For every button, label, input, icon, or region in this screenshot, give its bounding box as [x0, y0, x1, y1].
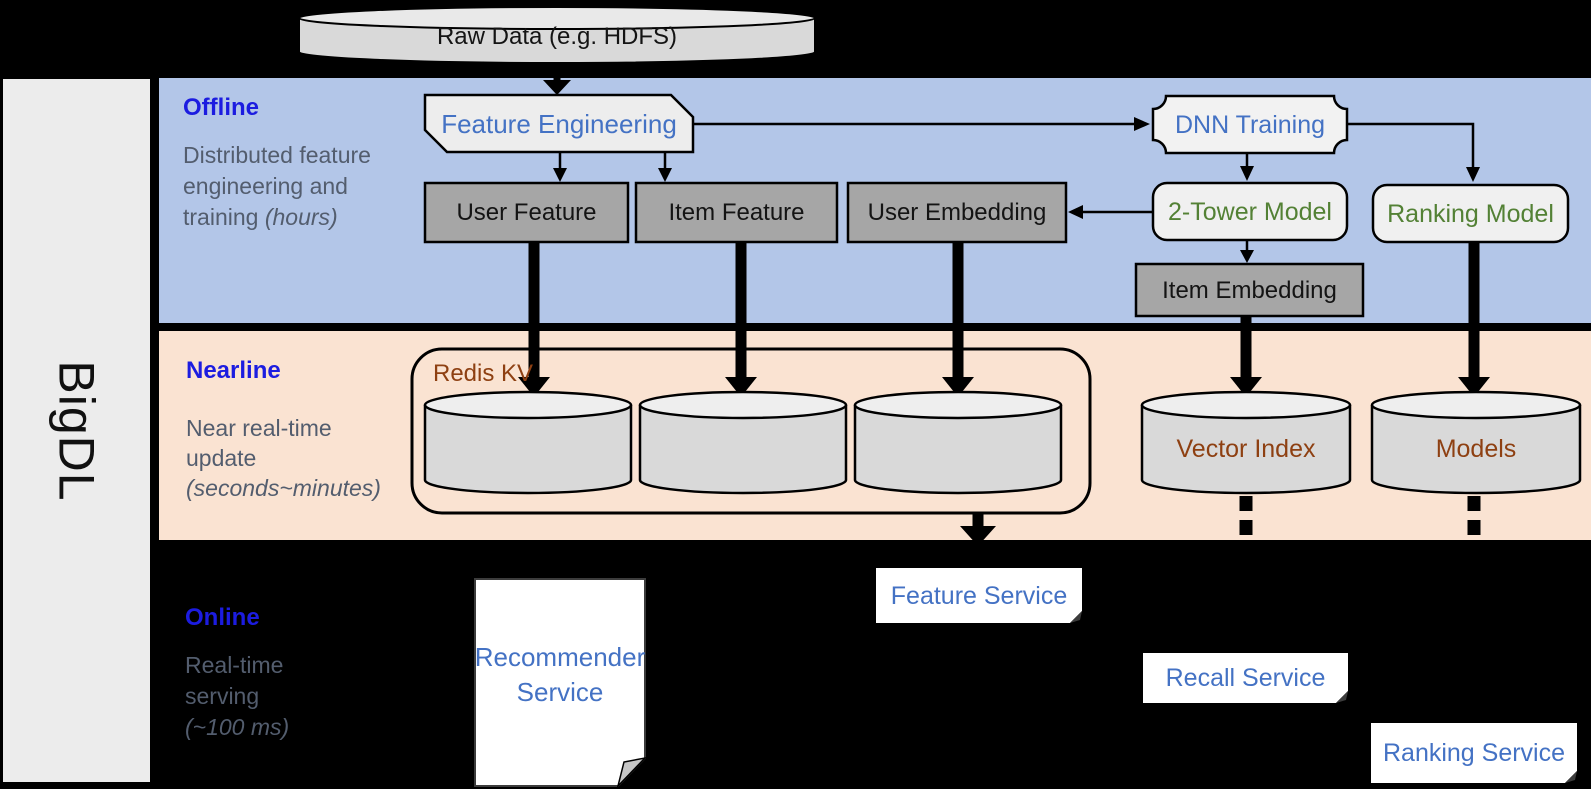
- feature-service-label: Feature Service: [890, 582, 1068, 610]
- recommender-service-shape: [474, 578, 648, 789]
- kv-cylinder-1: [423, 390, 633, 495]
- recall-service-label: Recall Service: [1165, 664, 1326, 692]
- arrow-dnn-to-rankingmodel: [1347, 122, 1475, 168]
- feature-engineering-label: Feature Engineering: [441, 109, 677, 139]
- dnn-training-shape: [1151, 94, 1349, 155]
- pipehead-featureservice: [960, 526, 996, 546]
- two-tower-model-shape: [1151, 181, 1349, 242]
- nearline-lane-title: Nearline: [186, 357, 281, 384]
- arrowhead-fe-to-dnn: [1134, 117, 1150, 131]
- models-label: Models: [1435, 435, 1517, 463]
- user-feature-shape: [423, 181, 630, 244]
- ranking-service-shape: [1371, 723, 1577, 783]
- offline-desc-text: Distributed feature engineering and trai…: [183, 142, 371, 230]
- kv-cylinder-2: [638, 390, 848, 495]
- online-lane-title: Online: [185, 604, 260, 631]
- nearline-desc-text: Near real-time update: [186, 415, 332, 471]
- ranking-model-shape: [1371, 183, 1570, 244]
- arrowhead-dnn-to-rankingmodel: [1466, 167, 1480, 182]
- thin-arrows: [543, 62, 1480, 263]
- dnn-training-label: DNN Training: [1174, 111, 1326, 139]
- feature-engineering-shape: [423, 93, 695, 154]
- vector-index-cylinder: [1140, 390, 1352, 495]
- arrowhead-rawdata-to-fe: [543, 80, 571, 95]
- arrowhead-fe-to-itemfeature: [658, 168, 672, 182]
- thick-pipes: [518, 242, 1490, 546]
- offline-lane-desc: Distributed feature engineering and trai…: [183, 140, 373, 233]
- nearline-desc-note: (seconds~minutes): [186, 475, 381, 501]
- pipehead-models: [1458, 377, 1490, 397]
- arrowhead-twotower-to-userembedding: [1068, 205, 1083, 219]
- online-desc-note: (~100 ms): [185, 714, 290, 740]
- offline-lane-title: Offline: [183, 94, 259, 121]
- offline-desc-note: (hours): [264, 204, 338, 230]
- arrowhead-fe-to-userfeature: [553, 168, 567, 182]
- user-embedding-label: User Embedding: [867, 199, 1047, 226]
- raw-data-label: Raw Data (e.g. HDFS): [436, 23, 678, 50]
- ranking-service-label: Ranking Service: [1382, 739, 1566, 767]
- pipehead-kv2: [725, 377, 757, 397]
- pipehead-kv3: [942, 377, 974, 397]
- pipehead-kv1: [518, 377, 550, 397]
- user-embedding-shape: [846, 181, 1068, 244]
- user-feature-label: User Feature: [456, 199, 597, 226]
- pipehead-vectorindex: [1230, 377, 1262, 397]
- item-embedding-label: Item Embedding: [1162, 277, 1337, 304]
- arrowhead-twotower-to-itemembedding: [1240, 250, 1254, 263]
- two-tower-model-label: 2-Tower Model: [1168, 198, 1332, 226]
- redis-kv-label: Redis KV: [433, 360, 534, 387]
- item-feature-shape: [634, 181, 839, 244]
- recommender-service-label: Recommender Service: [474, 642, 646, 707]
- models-cylinder: [1370, 390, 1582, 495]
- kv-cylinder-3: [853, 390, 1063, 495]
- item-embedding-shape: [1134, 262, 1365, 318]
- feature-service-shape: [876, 568, 1082, 623]
- bigdl-sidebar: BigDL: [3, 79, 150, 782]
- online-lane-desc: Real-time serving (~100 ms): [185, 650, 315, 743]
- vector-index-label: Vector Index: [1176, 435, 1316, 463]
- nearline-lane-desc: Near real-time update (seconds~minutes): [186, 413, 386, 503]
- arrowhead-dnn-to-twotower: [1240, 166, 1254, 181]
- online-desc-text: Real-time serving: [185, 652, 284, 709]
- recall-service-shape: [1143, 653, 1348, 703]
- item-feature-label: Item Feature: [668, 199, 805, 226]
- ranking-model-label: Ranking Model: [1387, 200, 1554, 228]
- redis-kv-container: [410, 347, 1092, 515]
